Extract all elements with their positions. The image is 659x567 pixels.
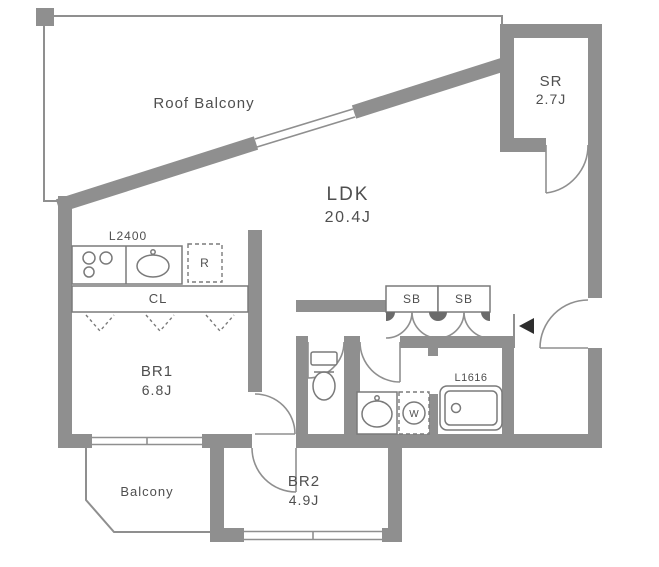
- faucet-icon: [374, 395, 380, 401]
- balcony-outline: [85, 448, 210, 533]
- washroom-door-swing: [359, 341, 401, 383]
- br2-door-swing: [251, 447, 297, 493]
- faucet-icon: [150, 249, 156, 255]
- wall-left: [58, 196, 72, 448]
- doors: [251, 144, 589, 493]
- closet-box: [71, 285, 249, 313]
- kitchen-counter-label: L2400: [109, 229, 147, 243]
- stove-burner-icon: [82, 251, 96, 265]
- entrance-door-swing: [539, 299, 589, 349]
- stove-burner-icon: [83, 266, 95, 278]
- washbasin-icon: [361, 400, 393, 428]
- ldk-size-label: 20.4J: [325, 209, 372, 226]
- sb-hinge-mark: [438, 312, 447, 321]
- roof-balcony-window: [254, 108, 354, 140]
- roof-balcony-window: [256, 116, 356, 148]
- wall-top-left-stub: [36, 8, 54, 26]
- folding-door-mark: [205, 314, 235, 333]
- wall-br2-left: [210, 448, 224, 542]
- wall-top: [504, 24, 602, 38]
- sb-cabinet-right: [437, 285, 491, 313]
- kitchen: [71, 243, 223, 285]
- wall-br2-bottom-a: [210, 528, 244, 542]
- washer-label: W: [409, 409, 419, 420]
- br2-size-label: 4.9J: [289, 492, 319, 508]
- folding-door-mark: [145, 314, 175, 333]
- wall-hall-west: [248, 230, 262, 392]
- wall-ldk-corridor: [296, 300, 386, 312]
- windows: [92, 108, 382, 541]
- sb-hinge-mark: [429, 312, 438, 321]
- wall-bottom-right: [296, 434, 602, 448]
- wall-right-lower: [588, 348, 602, 448]
- sanitary: [310, 351, 503, 435]
- wall-bath-top: [400, 336, 514, 348]
- walls: [36, 8, 602, 542]
- refrigerator-label: R: [200, 256, 210, 270]
- sb-hinge-mark: [481, 312, 490, 321]
- stove-burner-icon: [99, 251, 113, 265]
- wall-diagonal-east: [351, 56, 511, 119]
- wall-right-upper: [588, 24, 602, 298]
- br1-door-swing: [254, 393, 296, 435]
- bathtub-inner: [444, 390, 498, 426]
- sr-size-label: 2.7J: [536, 91, 566, 107]
- wall-bath-west-a: [428, 348, 438, 356]
- toilet-door-swing: [307, 341, 345, 379]
- br1-size-label: 6.8J: [142, 382, 172, 398]
- room-labels: Roof Balcony SR 2.7J LDK 20.4J L2400 R C…: [109, 73, 566, 508]
- balcony-label: Balcony: [120, 484, 173, 499]
- washbasin-cabinet: [356, 391, 398, 435]
- sb-right-label: SB: [455, 292, 473, 306]
- bathtub-label: L1616: [454, 372, 487, 384]
- sr-door-swing: [545, 144, 589, 194]
- wall-toilet-west: [296, 336, 308, 434]
- wall-toilet-east: [344, 336, 360, 434]
- refrigerator-space: [187, 243, 223, 283]
- sb-door-swing: [463, 311, 491, 339]
- sb-left-label: SB: [403, 292, 421, 306]
- wall-sr-bottom: [500, 138, 546, 152]
- closet-label: CL: [149, 291, 168, 306]
- kitchen-sink-icon: [136, 254, 170, 278]
- wall-br2-right: [388, 448, 402, 528]
- sr-label: SR: [540, 73, 563, 90]
- folding-door-mark: [85, 314, 115, 333]
- toilet-tank-icon: [310, 351, 338, 366]
- kitchen-counter: [71, 245, 183, 285]
- bathtub-drain-icon: [450, 402, 462, 414]
- sb-door-swing: [411, 311, 439, 339]
- wall-br2-bottom-b: [382, 528, 402, 542]
- wall-bottom-br1-a: [58, 434, 92, 448]
- sb-hinge-mark: [386, 312, 395, 321]
- wall-diagonal-west: [55, 136, 259, 213]
- wall-sr-left: [500, 24, 514, 152]
- entrance-arrow-icon: [519, 318, 534, 334]
- wall-bottom-br1-b: [202, 434, 252, 448]
- br1-label: BR1: [141, 363, 173, 380]
- wall-bath-east: [502, 348, 514, 434]
- br2-label: BR2: [288, 473, 320, 490]
- washing-machine-icon: [402, 401, 426, 425]
- shoe-boxes: [385, 285, 491, 339]
- closet: [71, 285, 249, 333]
- toilet-bowl-icon: [312, 371, 336, 401]
- ldk-label: LDK: [327, 184, 370, 205]
- wall-bath-west-b: [428, 394, 438, 434]
- roof-balcony-label: Roof Balcony: [153, 95, 254, 112]
- bathtub-outer: [439, 385, 503, 431]
